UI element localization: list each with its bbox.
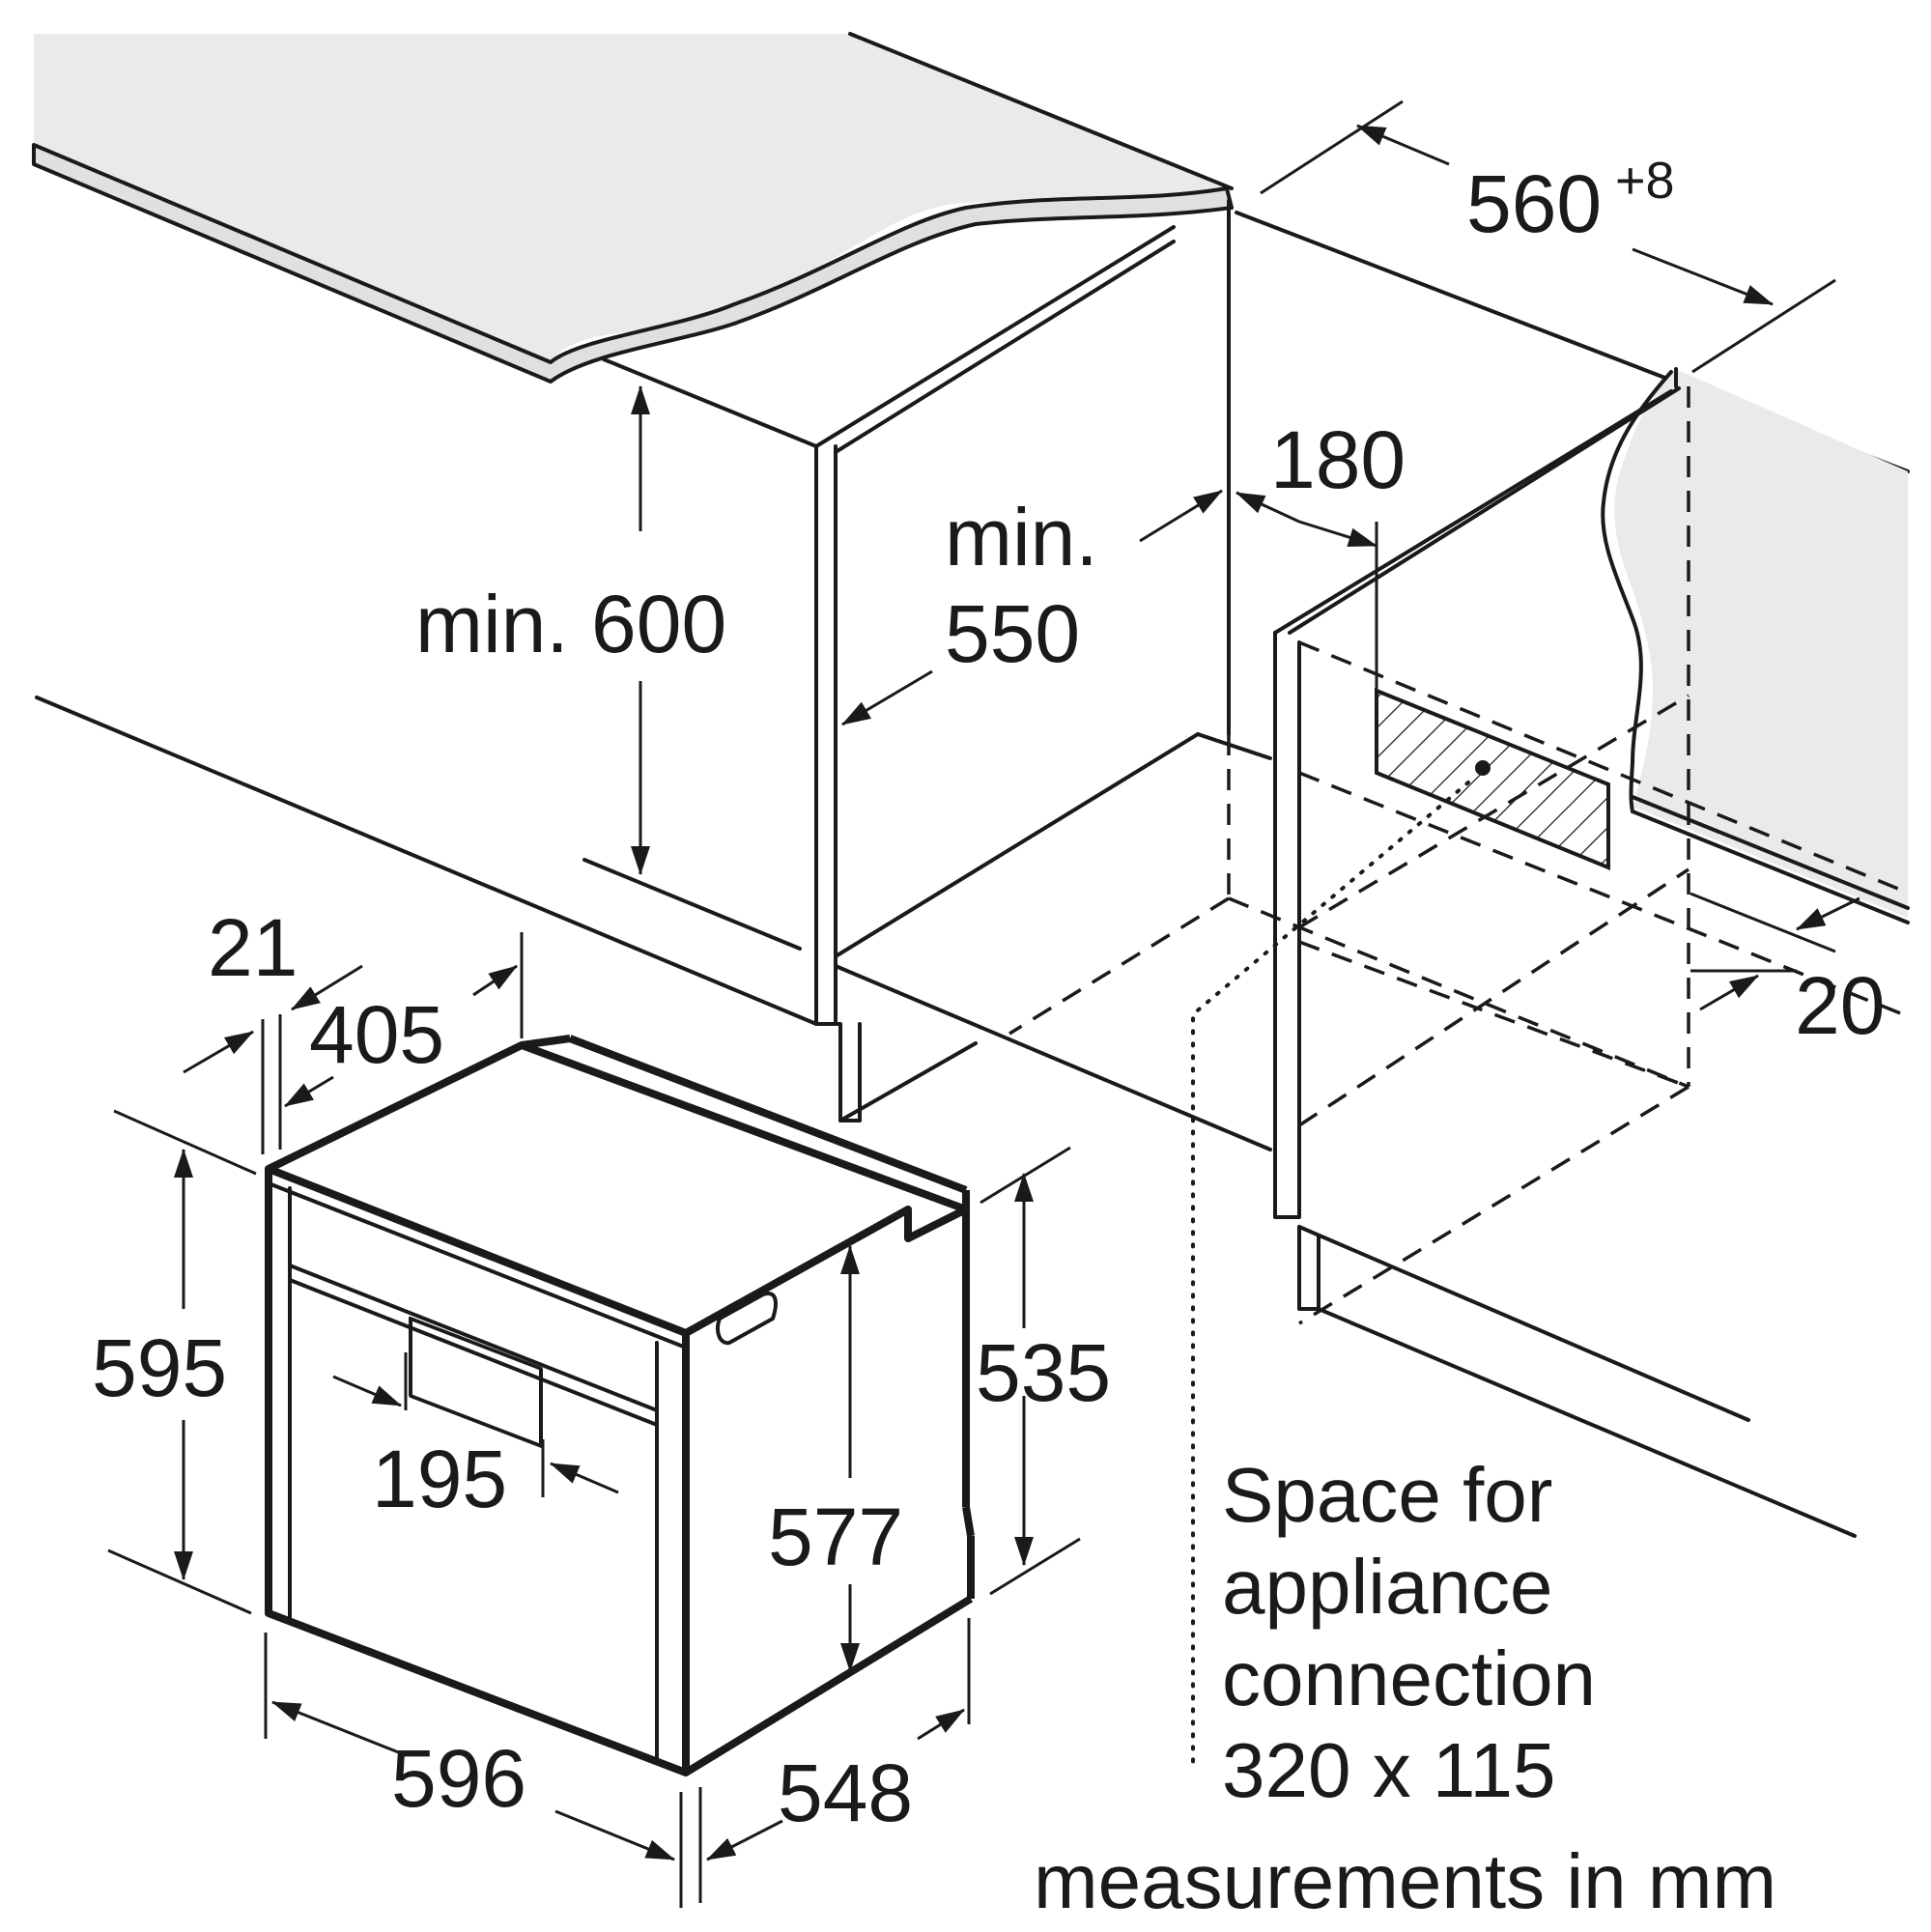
note-space-line3: connection xyxy=(1222,1635,1596,1721)
left-cabinet xyxy=(602,199,1272,1151)
note-space-line4: 320 x 115 xyxy=(1222,1727,1555,1813)
label-596: 596 xyxy=(391,1733,526,1824)
note-space-line1: Space for xyxy=(1222,1452,1552,1538)
label-548: 548 xyxy=(778,1747,913,1838)
label-535: 535 xyxy=(976,1327,1111,1418)
dim-595 xyxy=(107,1109,257,1615)
dim-180 xyxy=(1235,491,1378,691)
label-min-550-line2: 550 xyxy=(945,588,1080,679)
niche-hidden-lines xyxy=(1008,386,1904,1325)
label-20: 20 xyxy=(1795,960,1885,1051)
dim-596-548 xyxy=(264,1618,971,1908)
dim-560 xyxy=(1260,99,1836,374)
connection-point-icon xyxy=(1475,760,1491,776)
label-min-550-line1: min. xyxy=(945,492,1098,582)
oven-handle xyxy=(409,1316,543,1448)
side-grip xyxy=(716,1292,778,1346)
note-space-line2: appliance xyxy=(1222,1544,1553,1630)
label-560-tolerance: +8 xyxy=(1615,152,1675,210)
label-180: 180 xyxy=(1270,414,1406,505)
connection-area-hatch xyxy=(1375,688,1610,870)
label-405: 405 xyxy=(309,989,444,1080)
label-595: 595 xyxy=(92,1322,227,1413)
dim-195 xyxy=(332,1352,619,1497)
label-21: 21 xyxy=(208,902,298,993)
label-577: 577 xyxy=(768,1492,903,1582)
floor-line-left xyxy=(35,696,818,1026)
countertop xyxy=(32,34,1234,384)
note-units: measurements in mm xyxy=(1034,1838,1776,1924)
dim-20 xyxy=(1690,892,1860,1011)
height-ref-line xyxy=(582,858,802,951)
dim-550 xyxy=(841,489,1223,726)
dim-21-405 xyxy=(183,932,524,1154)
label-min-600: min. 600 xyxy=(415,579,726,669)
oven-appliance xyxy=(265,1035,975,1776)
label-195: 195 xyxy=(372,1434,507,1524)
countertop-back-edge xyxy=(848,32,1234,190)
label-560: 560 xyxy=(1466,158,1602,249)
niche-cabinet xyxy=(1235,211,1910,1538)
dim-535 xyxy=(980,1146,1081,1596)
